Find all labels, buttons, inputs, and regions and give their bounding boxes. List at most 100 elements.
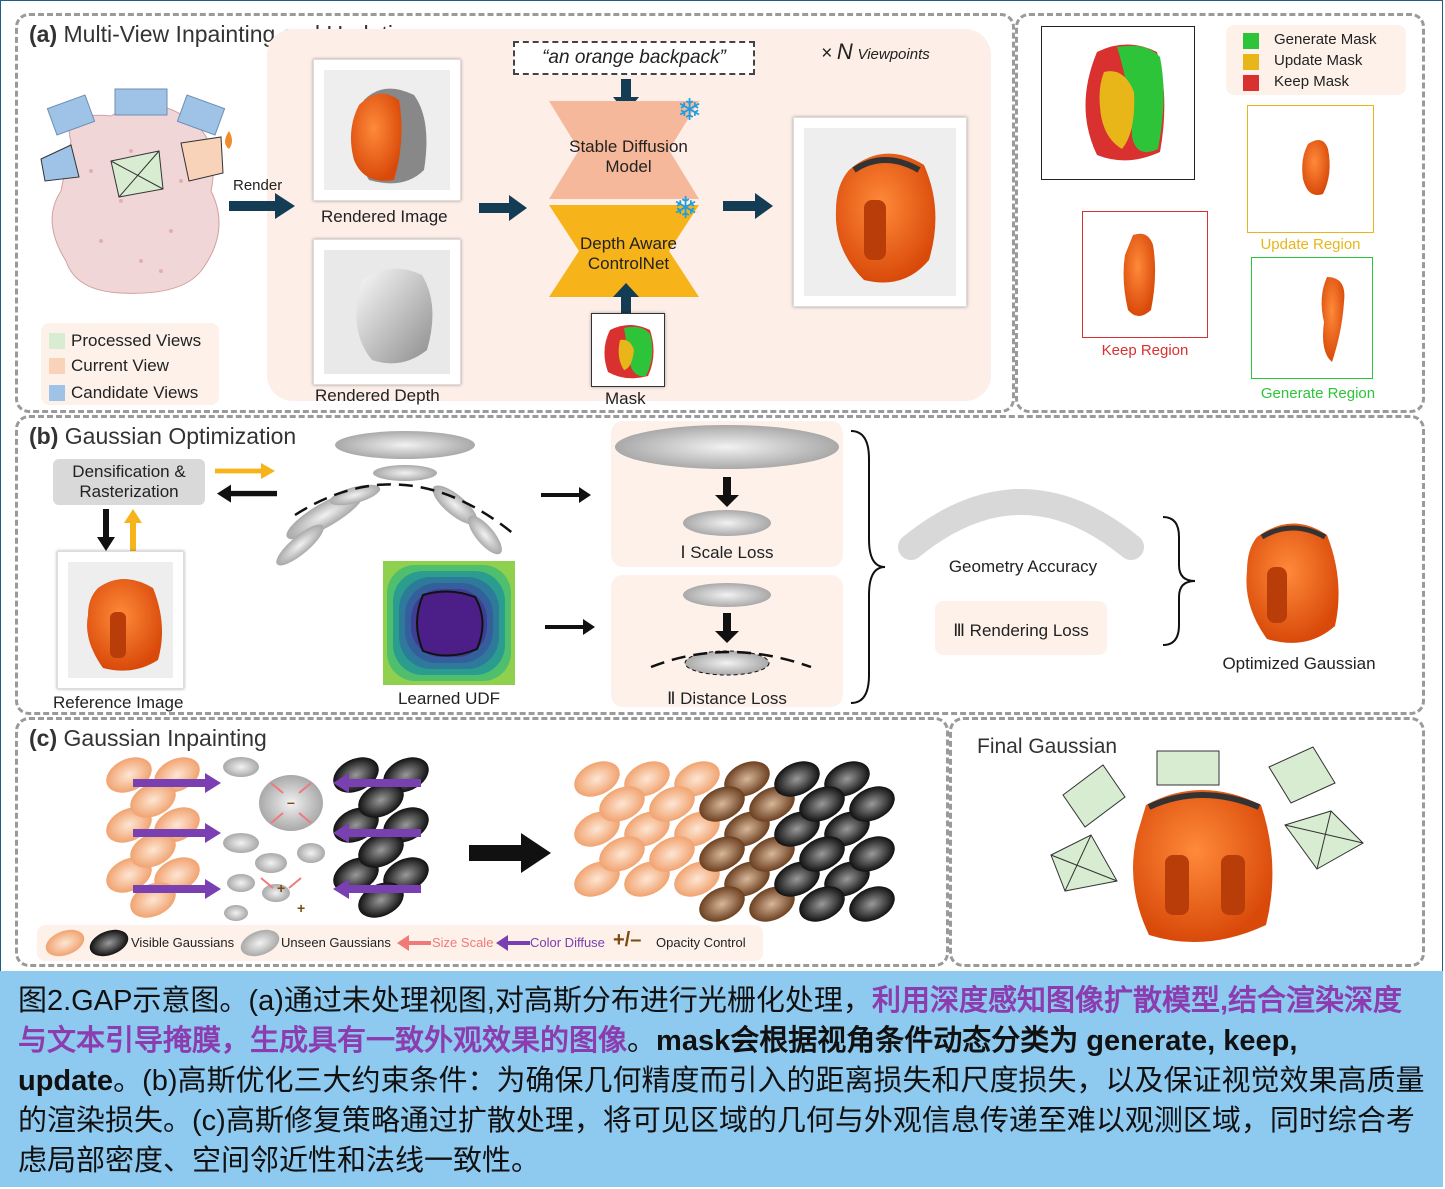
arrow-to-output xyxy=(723,193,773,219)
distance-loss-diagram xyxy=(650,583,812,676)
generated-backpack xyxy=(835,153,936,283)
panel-b-tag: (b) xyxy=(29,423,59,449)
point-cloud-cameras xyxy=(40,88,232,294)
arrow-to-scale-loss xyxy=(541,487,591,503)
keep-region-label: Keep Region xyxy=(1101,342,1189,359)
figure-caption: 图2.GAP示意图。(a)通过未处理视图,对高斯分布进行光栅化处理，利用深度感知… xyxy=(0,971,1443,1187)
svg-text:–: – xyxy=(287,794,295,810)
svg-text:+: + xyxy=(297,900,305,916)
distance-loss-label: Ⅱ Distance Loss xyxy=(667,689,787,708)
update-region-image xyxy=(1247,105,1374,233)
legend-swatch-processed xyxy=(49,333,65,349)
reference-image xyxy=(57,551,184,689)
rendered-image xyxy=(313,59,461,201)
legend-size-arrow-icon xyxy=(397,935,431,951)
udf-contours xyxy=(383,561,515,685)
combined-mask-image xyxy=(1041,26,1195,180)
mask-arrow xyxy=(613,283,639,313)
arrow-to-distance-loss xyxy=(545,619,595,635)
caption-period: 。 xyxy=(627,1025,657,1057)
legend-current-view: Current View xyxy=(71,356,169,375)
depth-map xyxy=(356,268,433,364)
snowflake-icon: ❄ xyxy=(677,94,703,127)
rendered-depth xyxy=(313,239,461,385)
update-region-shape xyxy=(1302,140,1330,195)
udf-map xyxy=(383,561,515,685)
render-arrow xyxy=(229,193,295,219)
caption-mask-note: mask会根据视角条件动态分类为 generate, keep, update xyxy=(18,1025,1298,1097)
panel-c-heading: Gaussian Inpainting xyxy=(63,725,267,751)
geometry-arc xyxy=(898,489,1144,560)
rendered-image-label: Rendered Image xyxy=(321,207,448,226)
reference-backpack xyxy=(87,579,162,671)
arrow-to-diffusion xyxy=(479,195,527,221)
generate-region-shape xyxy=(1321,277,1345,362)
panel-final xyxy=(949,717,1425,967)
mask-image xyxy=(591,313,665,387)
legend-visible-swatches xyxy=(45,929,129,957)
legend-size-scale: Size Scale xyxy=(432,935,494,950)
caption-highlight: 利用深度感知图像扩散模型,结合渲染深度与文本引导掩膜，生成具有一致外观效果的图像 xyxy=(18,985,1402,1057)
brace-left xyxy=(850,430,886,704)
viewpoints-n: N xyxy=(836,39,853,64)
legend-swatch-current xyxy=(49,358,65,374)
legend-color-diffuse: Color Diffuse xyxy=(530,935,605,950)
svg-text:+: + xyxy=(277,880,285,896)
viewpoints-times: × xyxy=(821,43,833,64)
panel-b xyxy=(15,415,1425,715)
udf-label: Learned UDF xyxy=(397,689,501,708)
final-gaussian-title: Final Gaussian xyxy=(977,735,1118,758)
caption-body: 。(b)高斯优化三大约束条件：为确保几何精度而引入的距离损失和尺度损失，以及保证… xyxy=(18,1065,1425,1177)
rendering-loss-box xyxy=(935,601,1107,655)
panel-c xyxy=(15,717,949,967)
densification-arrows xyxy=(215,463,277,503)
legend-visible-gaussians: Visible Gaussians xyxy=(131,935,235,950)
prompt-box xyxy=(513,41,755,75)
legend-swatch-candidate xyxy=(49,385,65,401)
legend-keep-mask: Keep Mask xyxy=(1274,73,1350,90)
rasterization-arrows xyxy=(97,509,142,551)
prompt-text: “an orange backpack” xyxy=(542,47,726,68)
inpainting-after xyxy=(574,761,895,922)
legend-unseen-swatch xyxy=(240,929,280,957)
viewpoints-label: × N Viewpoints xyxy=(821,39,930,65)
panel-a-masks xyxy=(1015,13,1425,413)
legend-color-arrow-icon xyxy=(496,935,530,951)
backpack-partial xyxy=(350,88,427,184)
render-label: Render xyxy=(233,177,283,194)
scale-loss-label: Ⅰ Scale Loss xyxy=(680,543,774,562)
geometry-accuracy-label: Geometry Accuracy xyxy=(948,557,1098,576)
panel-b-heading: Gaussian Optimization xyxy=(64,423,297,449)
diffusion-model-block xyxy=(549,101,699,297)
mask-thumbnail xyxy=(604,325,654,379)
snowflake-icon-2: ❄ xyxy=(673,192,699,225)
densification-label: Densification & Rasterization xyxy=(72,462,186,501)
panel-a xyxy=(15,13,1015,413)
legend-candidate-views: Candidate Views xyxy=(71,383,199,402)
legend-unseen-gaussians: Unseen Gaussians xyxy=(281,935,391,950)
rendered-depth-label: Rendered Depth xyxy=(315,386,440,405)
gaussian-arc xyxy=(276,431,516,566)
panel-b-title: (b) Gaussian Optimization xyxy=(29,423,296,450)
brace-right xyxy=(1162,516,1196,646)
panel-c-tag: (c) xyxy=(29,725,58,751)
generated-image xyxy=(793,117,967,307)
keep-region-image xyxy=(1082,211,1208,338)
legend-update-mask: Update Mask xyxy=(1274,52,1363,69)
generate-region-label: Generate Region xyxy=(1260,385,1376,402)
reference-image-label: Reference Image xyxy=(53,693,184,712)
legend-swatch-update xyxy=(1243,54,1259,70)
generate-region-image xyxy=(1251,257,1373,379)
legend-generate-mask: Generate Mask xyxy=(1274,31,1377,48)
densification-box xyxy=(53,459,205,505)
caption-intro: 图2.GAP示意图。(a)通过未处理视图,对高斯分布进行光栅化处理， xyxy=(18,985,872,1017)
legend-swatch-keep xyxy=(1243,75,1259,91)
keep-region-shape xyxy=(1123,233,1156,316)
legend-opacity-icon: +/– xyxy=(613,929,642,951)
combined-mask xyxy=(1085,44,1165,161)
sd-model-label: Stable Diffusion Model xyxy=(569,137,688,176)
inpainting-before: – + + xyxy=(106,757,429,921)
update-region-label: Update Region xyxy=(1260,236,1361,253)
mask-label: Mask xyxy=(605,389,646,408)
legend-processed-views: Processed Views xyxy=(71,331,202,350)
